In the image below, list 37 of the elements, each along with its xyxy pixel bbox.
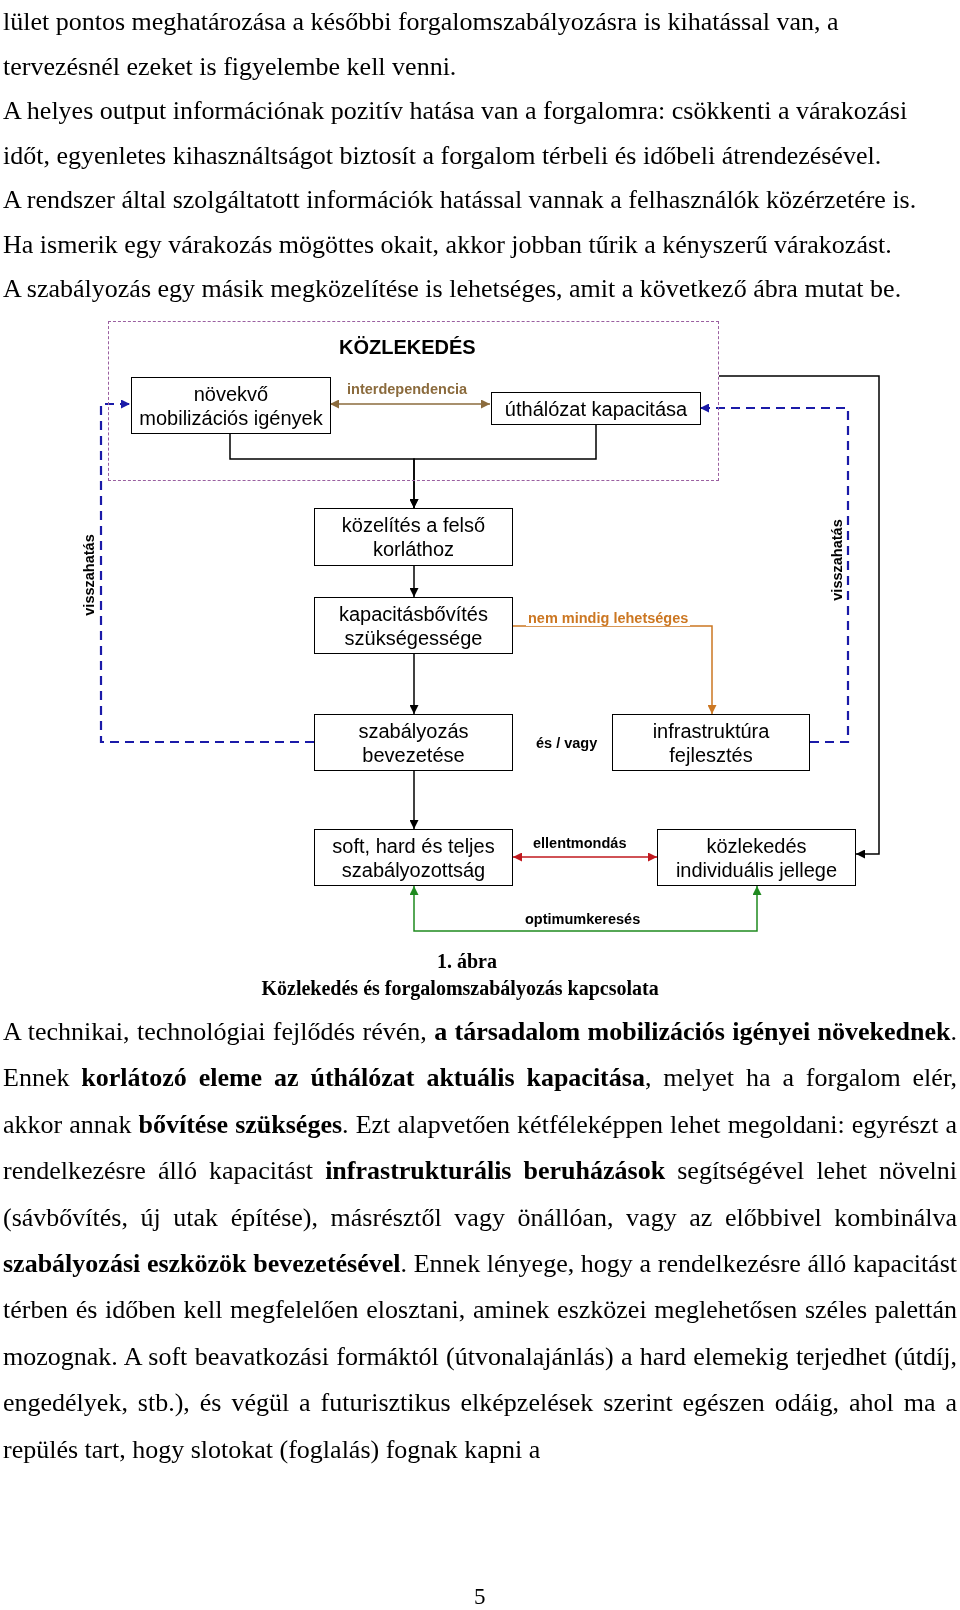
process-box: soft, hard és teljes szabályozottság: [314, 829, 513, 886]
edge-label: optimumkeresés: [523, 911, 643, 927]
paragraph: Ha ismerik egy várakozás mögöttes okait, akkor jobban tűrik a kényszerű várakozást.: [3, 228, 893, 261]
edge-label: visszahatás: [81, 533, 97, 618]
arrow: [512, 625, 717, 715]
page-number: 5: [474, 1584, 486, 1610]
and-or-label: és / vagy: [536, 735, 598, 751]
arrow: [409, 653, 419, 715]
edge-label: visszahatás: [829, 518, 845, 603]
process-box: közlekedés individuális jellege: [657, 829, 856, 886]
figure-number: 1. ábra: [437, 950, 497, 973]
dashed-frame: [108, 321, 719, 481]
paragraph: A helyes output információnak pozitív hatása van a forgalomra: csökkenti a várakozási időt, egyenletes kihasználtságot biztosít a forgalom térbeli és időbeli átrendezésével.: [3, 95, 909, 172]
arrow: [409, 885, 762, 932]
process-box: szabályozás bevezetése: [314, 714, 513, 771]
arrow: [409, 565, 419, 598]
process-box: növekvő mobilizációs igények: [131, 377, 331, 434]
arrow: [409, 770, 419, 830]
frame-title: KÖZLEKEDÉS: [339, 336, 476, 359]
figure-caption: Közlekedés és forgalomszabályozás kapcsolata: [261, 977, 659, 1000]
paragraph: A szabályozás egy másik megközelítése is lehetséges, amit a következő ábra mutat be.: [3, 273, 903, 305]
arrow: [512, 852, 658, 862]
arrow: [718, 375, 880, 859]
paragraph: lület pontos meghatározása a későbbi forgalomszabályozásra is kihatással van, a tervezésnél ezeket is figyelembe kell venni.: [3, 6, 840, 83]
paragraph: A technikai, technológiai fejlődés révén, a társadalom mobilizációs igényei növekednek. Ennek korlátozó eleme az úthálózat aktuális kapacitása, melyet ha a forgalom elér, akkor annak bővítése szükséges. Ezt alapvetően kétféleképpen lehet megoldani: egyrészt a rendelkezésre álló kapacitást infrastrukturális beruházások segítségével lehet növelni (sávbővítés, új utak építése), másrésztől vagy önállóan, vagy az előbbivel kombinálva szabályozási eszközök bevezetésével. Ennek lényege, hogy a rendelkezésre álló kapacitást térben és időben kell megfelelően elosztani, aminek eszközei meglehetősen széles palettán mozognak. A soft beavatkozási formáktól (útvonalajánlás) a hard elemekig terjedhet (útdíj, engedélyek, stb.), és végül a futurisztikus elképzelések szerint egészen odáig, ahol ma a repülés tart, hogy slotokat (foglalás) fognak kapni a: [3, 1016, 957, 1466]
edge-label: ellentmondás: [531, 835, 629, 851]
process-box: infrastruktúra fejlesztés: [612, 714, 810, 771]
dashed-arrow: [700, 403, 850, 744]
process-box: közelítés a felső korláthoz: [314, 508, 513, 566]
arrow: [329, 399, 491, 409]
edge-label: interdependencia: [345, 381, 470, 397]
dashed-arrow: [99, 399, 314, 744]
paragraph: A rendszer által szolgáltatott információk hatással vannak a felhasználók közérzetére is.: [3, 184, 918, 216]
arrow: [409, 423, 597, 509]
process-box: úthálózat kapacitása: [491, 392, 701, 425]
edge-label: nem mindig lehetséges: [526, 610, 691, 626]
process-box: kapacitásbővítés szükségessége: [314, 597, 513, 654]
